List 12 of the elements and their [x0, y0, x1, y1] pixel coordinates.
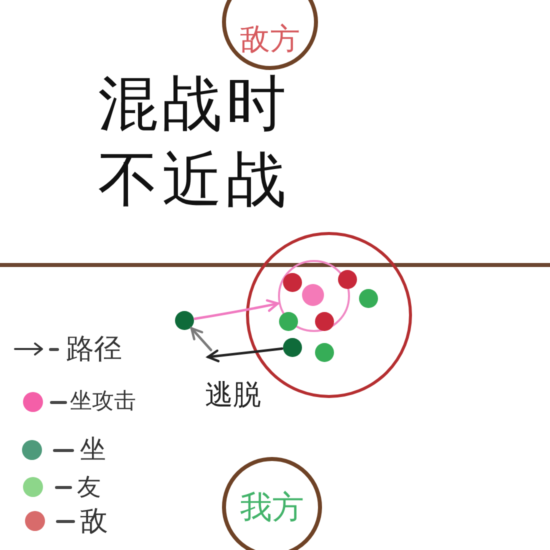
- base-label: 我方: [240, 488, 304, 526]
- legend-label: 友: [77, 475, 101, 499]
- legend-label: 敌: [80, 507, 108, 535]
- arrow: [194, 299, 280, 320]
- title: 混战时不近战: [98, 68, 291, 217]
- arrow: [206, 347, 284, 362]
- legend-label: 路径: [66, 335, 122, 363]
- legend-label: 坐攻击: [70, 391, 136, 413]
- base-label: 敌方: [240, 22, 300, 58]
- arrow: [190, 327, 212, 352]
- edge-label: 逃脱: [205, 381, 261, 409]
- legend-label: 坐: [80, 437, 106, 463]
